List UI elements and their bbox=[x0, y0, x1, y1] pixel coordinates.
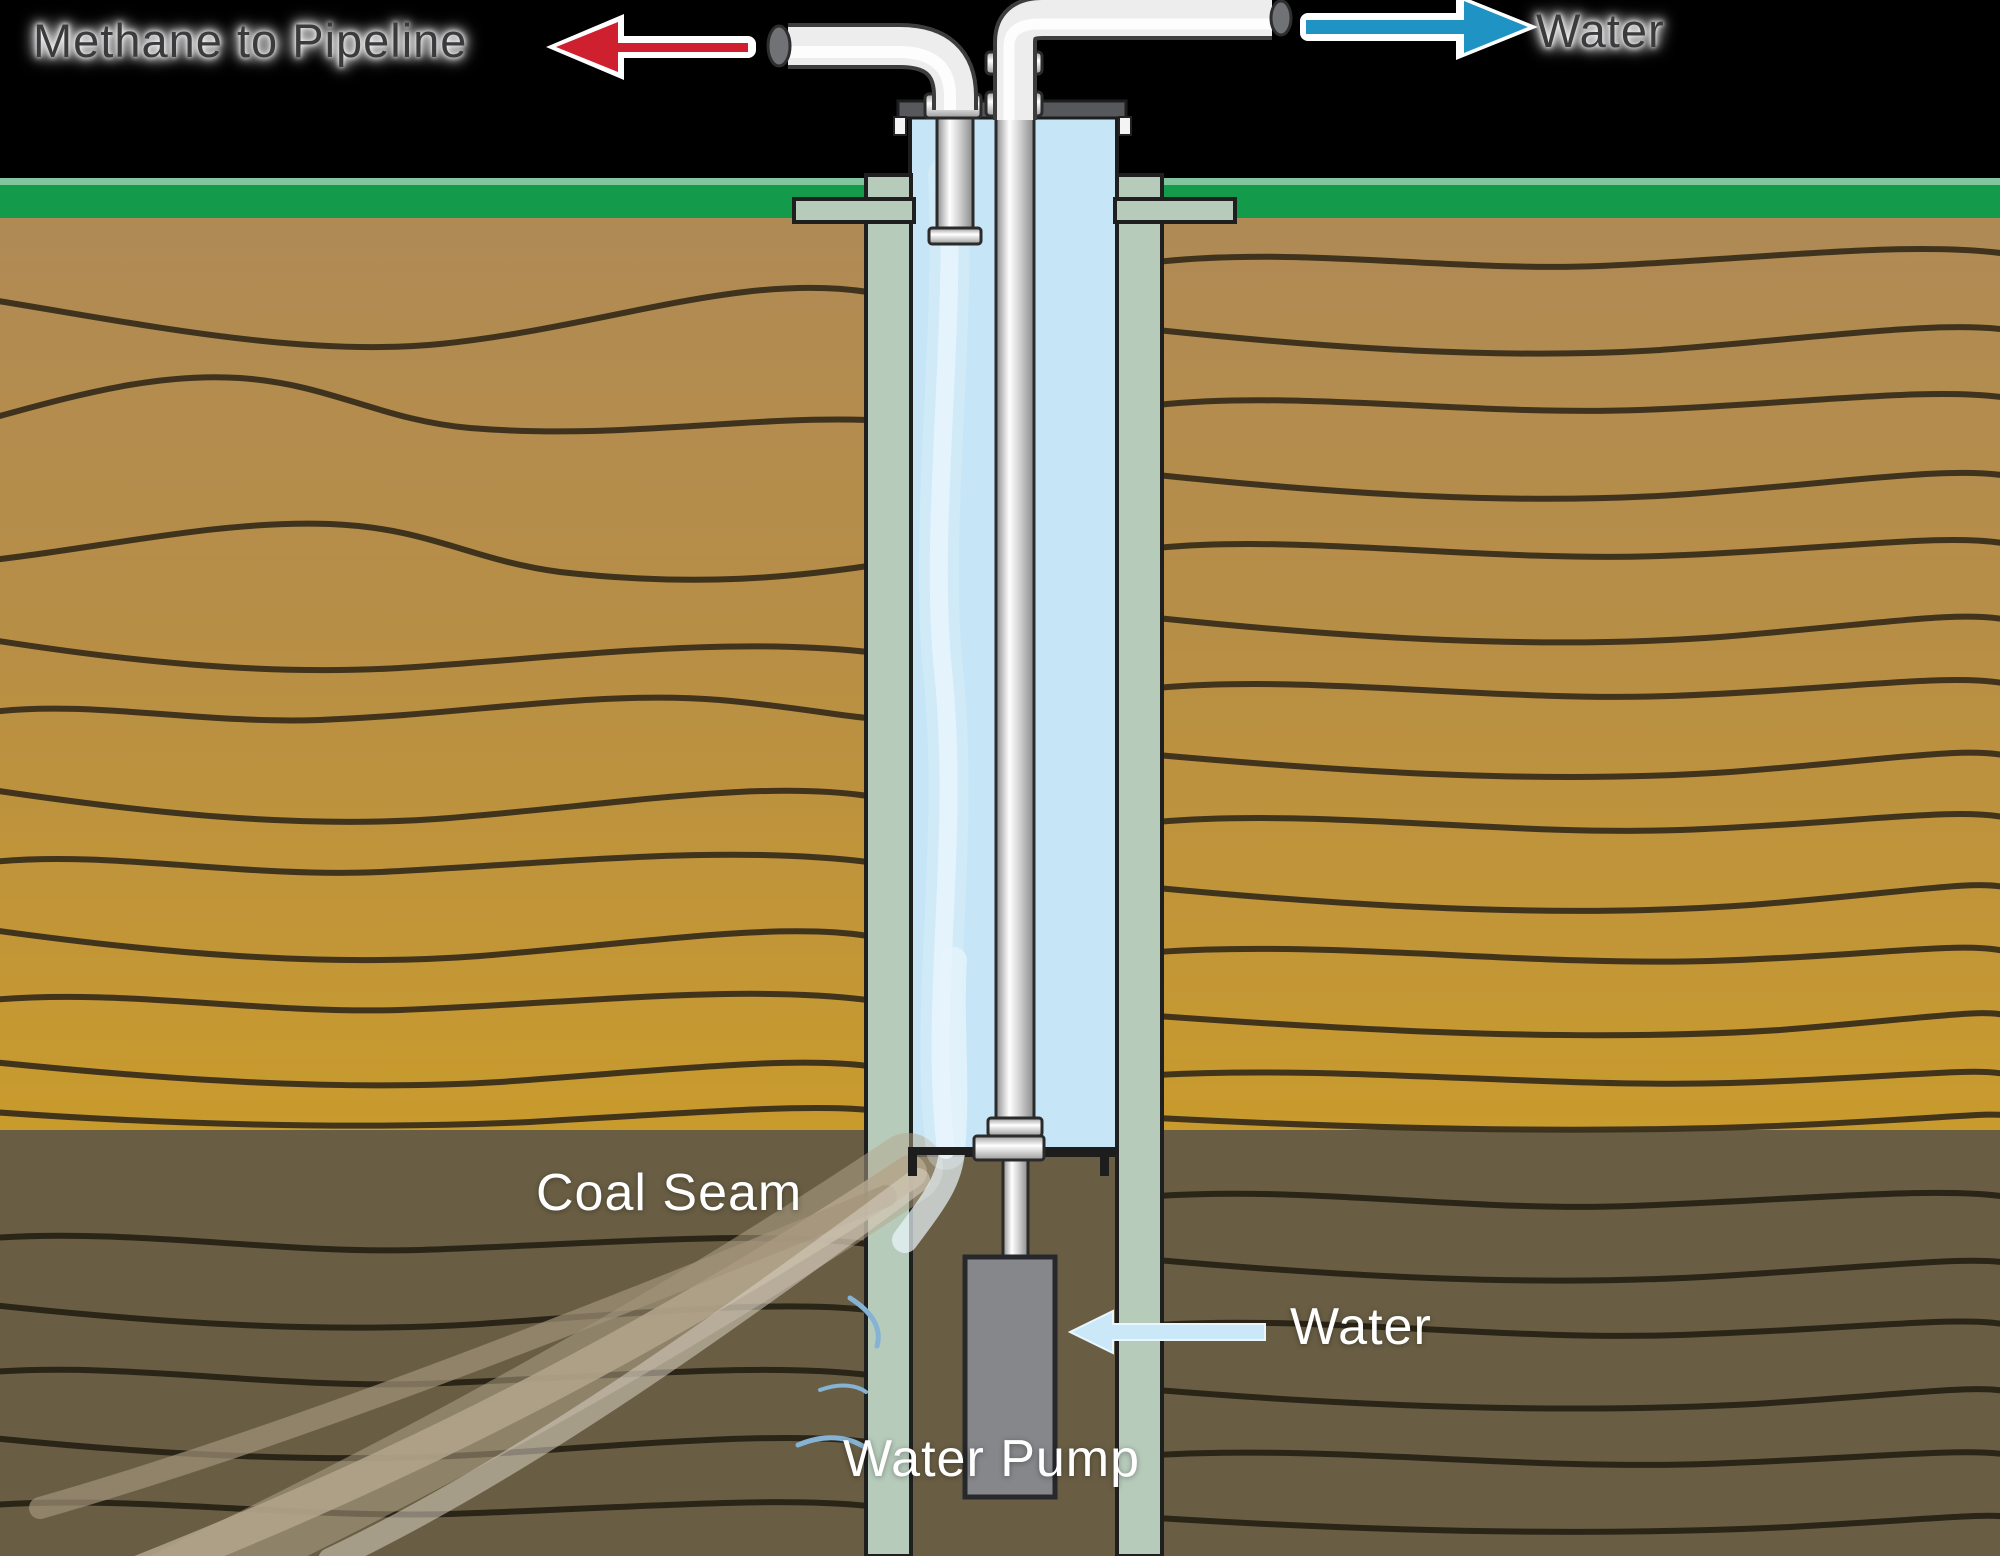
seam-lines-right bbox=[1154, 1189, 2000, 1535]
water-out-arrow-icon bbox=[1300, 0, 1538, 60]
outer-casing-right bbox=[1115, 173, 1164, 1556]
surface-flange-left bbox=[792, 197, 916, 224]
wellhead-lip-left bbox=[893, 116, 907, 136]
bore-flow-streak bbox=[918, 155, 970, 1170]
coal-seam-label: Coal Seam bbox=[536, 1164, 803, 1222]
methane-arrow-icon bbox=[546, 14, 756, 80]
strata-lines-right bbox=[1154, 246, 2000, 1133]
water-out-label: Water bbox=[1536, 4, 1665, 57]
water-inflow-lines bbox=[795, 1295, 881, 1451]
water-surface-pipe bbox=[993, 0, 1293, 120]
tubing-collar-upper bbox=[986, 1116, 1044, 1138]
methane-surface-pipe bbox=[766, 23, 978, 110]
methane-to-pipeline-label: Methane to Pipeline bbox=[33, 14, 468, 67]
strata-lines-left bbox=[0, 284, 871, 1129]
water-inflow-arrow-icon bbox=[1067, 1309, 1266, 1355]
tubing-collar-lower bbox=[972, 1134, 1046, 1162]
water-pump-body bbox=[962, 1254, 1058, 1500]
wellhead-lip-right bbox=[1118, 116, 1132, 136]
water-inflow-label: Water bbox=[1290, 1298, 1432, 1356]
water-pipe-opening bbox=[1269, 0, 1293, 37]
methane-pipe-opening bbox=[766, 24, 792, 68]
pump-rod bbox=[1001, 1158, 1030, 1262]
outer-casing-left bbox=[864, 173, 913, 1556]
surface-flange-right bbox=[1113, 197, 1237, 224]
water-pump-label: Water Pump bbox=[843, 1430, 1141, 1488]
